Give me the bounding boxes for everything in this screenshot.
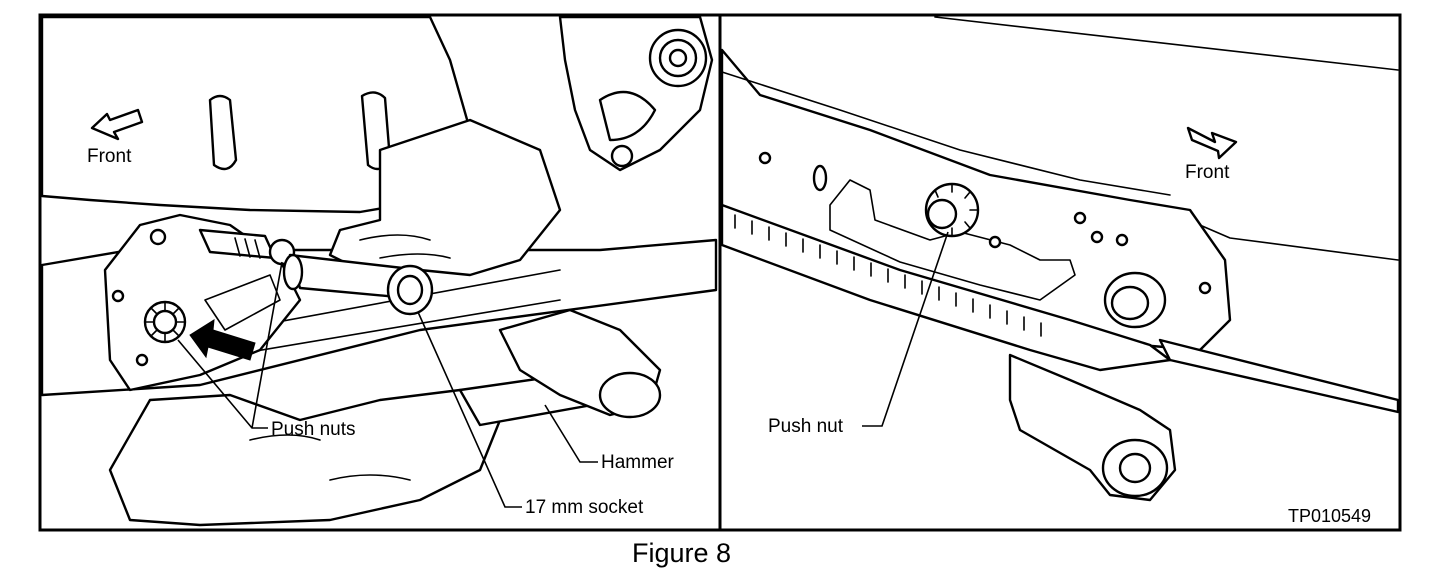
cushion-slot-left [208,94,238,171]
part-code: TP010549 [1288,506,1371,526]
pivot-boss [1103,271,1167,329]
lower-link [1008,353,1177,502]
right-front-indicator: Front [1185,126,1238,183]
right-panel: Front Push nut TP010549 [718,13,1402,532]
push-nut-leader [862,231,949,427]
socket-leader [417,311,522,508]
push-nut-label: Push nut [768,416,844,437]
insertion-arrow [189,319,256,361]
hand-with-socket [282,118,562,316]
hammer-label: Hammer [601,452,675,473]
push-nuts-leader [177,261,283,429]
right-push-nut [924,182,980,238]
socket-label: 17 mm socket [525,497,644,518]
right-front-label: Front [1185,162,1230,183]
left-front-indicator: Front [87,108,144,167]
floor-rail-right [1158,338,1400,414]
left-panel: Front Push nuts Hammer 17 mm socket [38,13,722,532]
hammer-leader [544,404,598,463]
recliner-mechanism [558,15,714,172]
left-front-arrow-icon [90,108,144,141]
rail-slots [734,214,1042,337]
right-front-arrow-icon [1186,126,1238,160]
hand-with-hammer [108,308,662,527]
left-push-nut [143,300,187,344]
left-front-label: Front [87,146,132,167]
figure-caption: Figure 8 [632,538,731,568]
push-nuts-label: Push nuts [271,419,356,440]
